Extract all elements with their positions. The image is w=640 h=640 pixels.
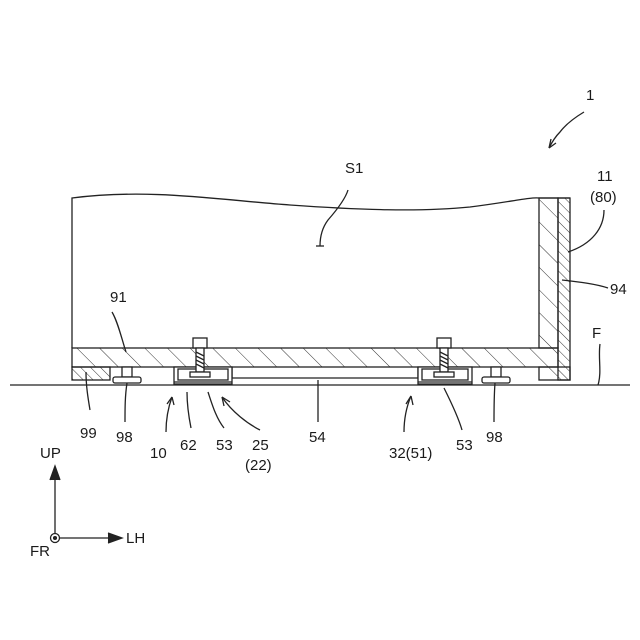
label-98-left: 98 [116, 429, 133, 446]
label-32-51: 32(51) [389, 445, 432, 462]
leader-98-right [494, 383, 495, 422]
side-wall-94 [539, 198, 558, 348]
label-98-right: 98 [486, 429, 503, 446]
leader-11 [568, 210, 604, 252]
label-99: 99 [80, 425, 97, 442]
leader-25 [222, 397, 260, 430]
label-80: (80) [590, 189, 617, 206]
leader-s1 [320, 190, 348, 246]
axis-lh-arrowhead [108, 533, 122, 543]
axis-fr-label: FR [30, 543, 50, 560]
label-11: 11 [597, 168, 613, 185]
label-53-right: 53 [456, 437, 473, 454]
end-block-99 [72, 367, 110, 380]
leader-91 [112, 312, 126, 352]
label-22: (22) [245, 457, 272, 474]
wall-foot [539, 367, 570, 380]
leader-53-right [444, 388, 462, 430]
spacer-plate-54 [232, 367, 418, 378]
leader-98-left [125, 383, 127, 422]
container-outline [72, 194, 539, 348]
floor-panel-91 [72, 348, 558, 367]
label-54: 54 [309, 429, 326, 446]
axis-up-label: UP [40, 445, 61, 462]
leader-f [598, 344, 600, 385]
label-s1: S1 [345, 160, 363, 177]
label-94: 94 [610, 281, 627, 298]
label-62: 62 [180, 437, 197, 454]
leader-1 [549, 112, 584, 148]
label-53-left: 53 [216, 437, 233, 454]
label-91: 91 [110, 289, 127, 306]
axis-up-arrowhead [50, 466, 60, 480]
label-25: 25 [252, 437, 269, 454]
wall-panel-11 [558, 198, 570, 380]
axis-fr-dot [54, 537, 57, 540]
label-1: 1 [586, 87, 594, 104]
label-f: F [592, 325, 601, 342]
leader-1-arrow [549, 139, 556, 148]
foot-98-left [113, 367, 141, 383]
label-10: 10 [150, 445, 167, 462]
axis-lh-label: LH [126, 530, 145, 547]
foot-98-right [482, 367, 510, 383]
leader-62 [187, 392, 191, 428]
